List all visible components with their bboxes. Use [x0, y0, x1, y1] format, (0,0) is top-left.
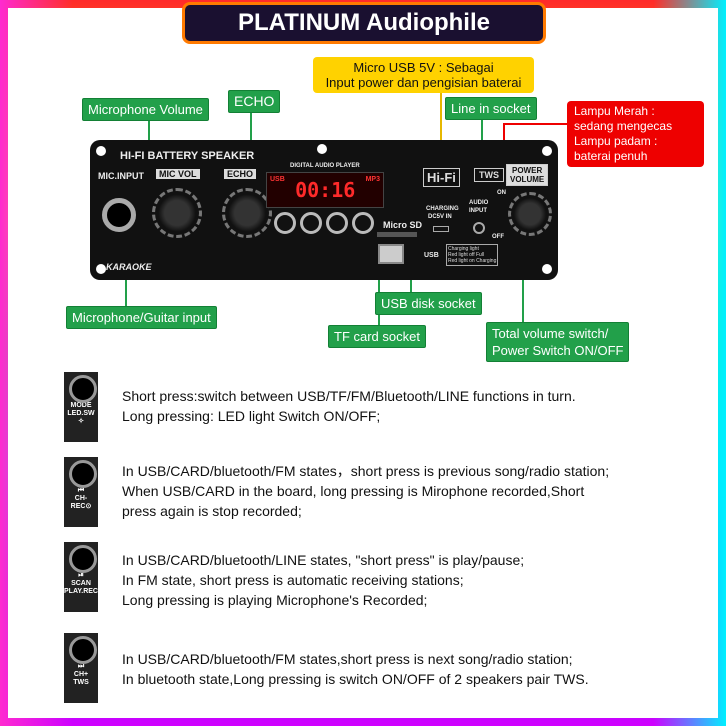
audio-input-label: AUDIO — [469, 200, 489, 206]
charging-note: Red light off Full — [448, 252, 485, 258]
charging-note: Red light on Charging — [448, 258, 497, 264]
amplifier-panel: HI-FI BATTERY SPEAKER MIC.INPUT MIC VOL … — [90, 140, 558, 280]
text-line: TWS — [73, 679, 89, 686]
next-button[interactable] — [352, 212, 374, 234]
banner-title: PLATINUM Audiophile — [182, 2, 546, 44]
mic-vol-label: MIC VOL — [156, 169, 200, 179]
next-button-icon: ⏭CH+TWS — [64, 633, 98, 703]
prev-button[interactable] — [300, 212, 322, 234]
mic-input-label: MIC.INPUT — [98, 171, 144, 181]
function-description: In USB/CARD/bluetooth/LINE states, "shor… — [122, 550, 524, 610]
label-usb-disk: USB disk socket — [375, 292, 482, 315]
screw-hole — [96, 146, 106, 156]
screw-hole — [542, 264, 552, 274]
screw-hole — [317, 144, 327, 154]
text-line: LED.SW — [67, 410, 95, 417]
pointer-line — [378, 235, 380, 326]
echo-knob[interactable] — [222, 188, 272, 238]
text-line: In bluetooth state,Long pressing is swit… — [122, 671, 589, 687]
power-volume-knob[interactable] — [508, 192, 552, 236]
on-label: ON — [497, 190, 506, 196]
usb-indicator: USB — [270, 176, 285, 183]
charging-note-box: Charging light Red light off Full Red li… — [446, 244, 498, 266]
label-line-in: Line in socket — [445, 97, 537, 120]
text-line: ⏮ — [77, 487, 85, 494]
micro-usb-port[interactable] — [433, 226, 449, 232]
label-tf-card: TF card socket — [328, 325, 426, 348]
label-line: Total volume switch/ — [492, 326, 609, 341]
label-mic-guitar-input: Microphone/Guitar input — [66, 306, 217, 329]
usb-port[interactable] — [378, 244, 404, 264]
prev-button-icon: ⏮CH-REC⊙ — [64, 457, 98, 527]
play-button[interactable] — [326, 212, 348, 234]
screw-hole — [96, 264, 106, 274]
karaoke-text: KARAOKE — [106, 262, 152, 272]
off-label: OFF — [492, 234, 504, 240]
text-line: SCAN — [71, 580, 91, 587]
hifi-badge: Hi-Fi — [423, 168, 460, 187]
text-line: REC⊙ — [70, 503, 92, 510]
label-micro-usb: Micro USB 5V : Sebagai Input power dan p… — [313, 57, 534, 93]
micro-sd-label: Micro SD — [383, 220, 423, 230]
label-line: sedang mengecas — [574, 119, 673, 133]
tf-slot[interactable] — [377, 232, 417, 237]
power-label: POWER — [512, 166, 543, 175]
function-description: In USB/CARD/bluetooth/FM states，short pr… — [122, 461, 609, 521]
charging-label: CHARGING — [426, 206, 459, 212]
text-line: CH+ — [73, 671, 89, 678]
dc5v-label: DC5V IN — [428, 214, 452, 220]
label-echo: ECHO — [228, 90, 281, 113]
label-line: Lampu padam : — [574, 134, 658, 148]
function-description: In USB/CARD/bluetooth/FM states,short pr… — [122, 649, 589, 689]
text-line: When USB/CARD in the board, long pressin… — [122, 483, 585, 499]
label-total-volume: Total volume switch/ Power Switch ON/OFF — [486, 322, 630, 362]
pointer-line — [503, 123, 567, 125]
display-time: 00:16 — [295, 178, 356, 202]
text-line: Long pressing is playing Microphone's Re… — [122, 592, 428, 608]
mode-button[interactable] — [274, 212, 296, 234]
power-volume-badge: POWER VOLUME — [506, 164, 549, 186]
text-line: Long pressing: LED light Switch ON/OFF; — [122, 408, 381, 424]
volume-label: VOLUME — [510, 175, 545, 184]
screw-hole — [542, 146, 552, 156]
text-line: CH- — [74, 495, 88, 502]
mic-volume-knob[interactable] — [152, 188, 202, 238]
label-microphone-volume: Microphone Volume — [82, 98, 209, 121]
label-led-status: Lampu Merah : sedang mengecas Lampu pada… — [567, 101, 704, 167]
label-line: Power Switch ON/OFF — [492, 343, 624, 358]
text-line: ⏯ — [78, 572, 84, 579]
tws-badge: TWS — [474, 168, 504, 182]
mp3-indicator: MP3 — [365, 176, 380, 183]
text-line: press again is stop recorded; — [122, 503, 302, 519]
bulb-icon: ✧ — [78, 418, 84, 425]
text-line: In USB/CARD/bluetooth/LINE states, "shor… — [122, 552, 525, 568]
usb-label: USB — [424, 252, 439, 259]
function-description: Short press:switch between USB/TF/FM/Blu… — [122, 386, 576, 426]
text-line: MODE — [70, 402, 92, 409]
text-line: PLAY.REC — [64, 588, 98, 595]
text-line: In USB/CARD/bluetooth/FM states,short pr… — [122, 651, 573, 667]
label-line: Lampu Merah : — [574, 104, 655, 118]
charging-note: Charging light — [448, 246, 479, 252]
label-line: Input power dan pengisian baterai — [325, 75, 522, 90]
led-display: USB 00:16 MP3 — [266, 172, 384, 208]
brand-text: HI-FI BATTERY SPEAKER — [120, 150, 255, 162]
label-line: Micro USB 5V : Sebagai — [353, 60, 494, 75]
mic-jack[interactable] — [102, 198, 136, 232]
label-line: baterai penuh — [574, 149, 648, 163]
audio-input-label-2: INPUT — [469, 208, 487, 214]
echo-label: ECHO — [224, 169, 257, 179]
text-line: Short press:switch between USB/TF/FM/Blu… — [122, 388, 576, 404]
text-line: In FM state, short press is automatic re… — [122, 572, 464, 588]
player-label: DIGITAL AUDIO PLAYER — [290, 163, 360, 169]
line-in-jack[interactable] — [473, 222, 485, 234]
text-line: ⏭ — [77, 663, 85, 670]
text-line: In USB/CARD/bluetooth/FM states，short pr… — [122, 463, 610, 479]
